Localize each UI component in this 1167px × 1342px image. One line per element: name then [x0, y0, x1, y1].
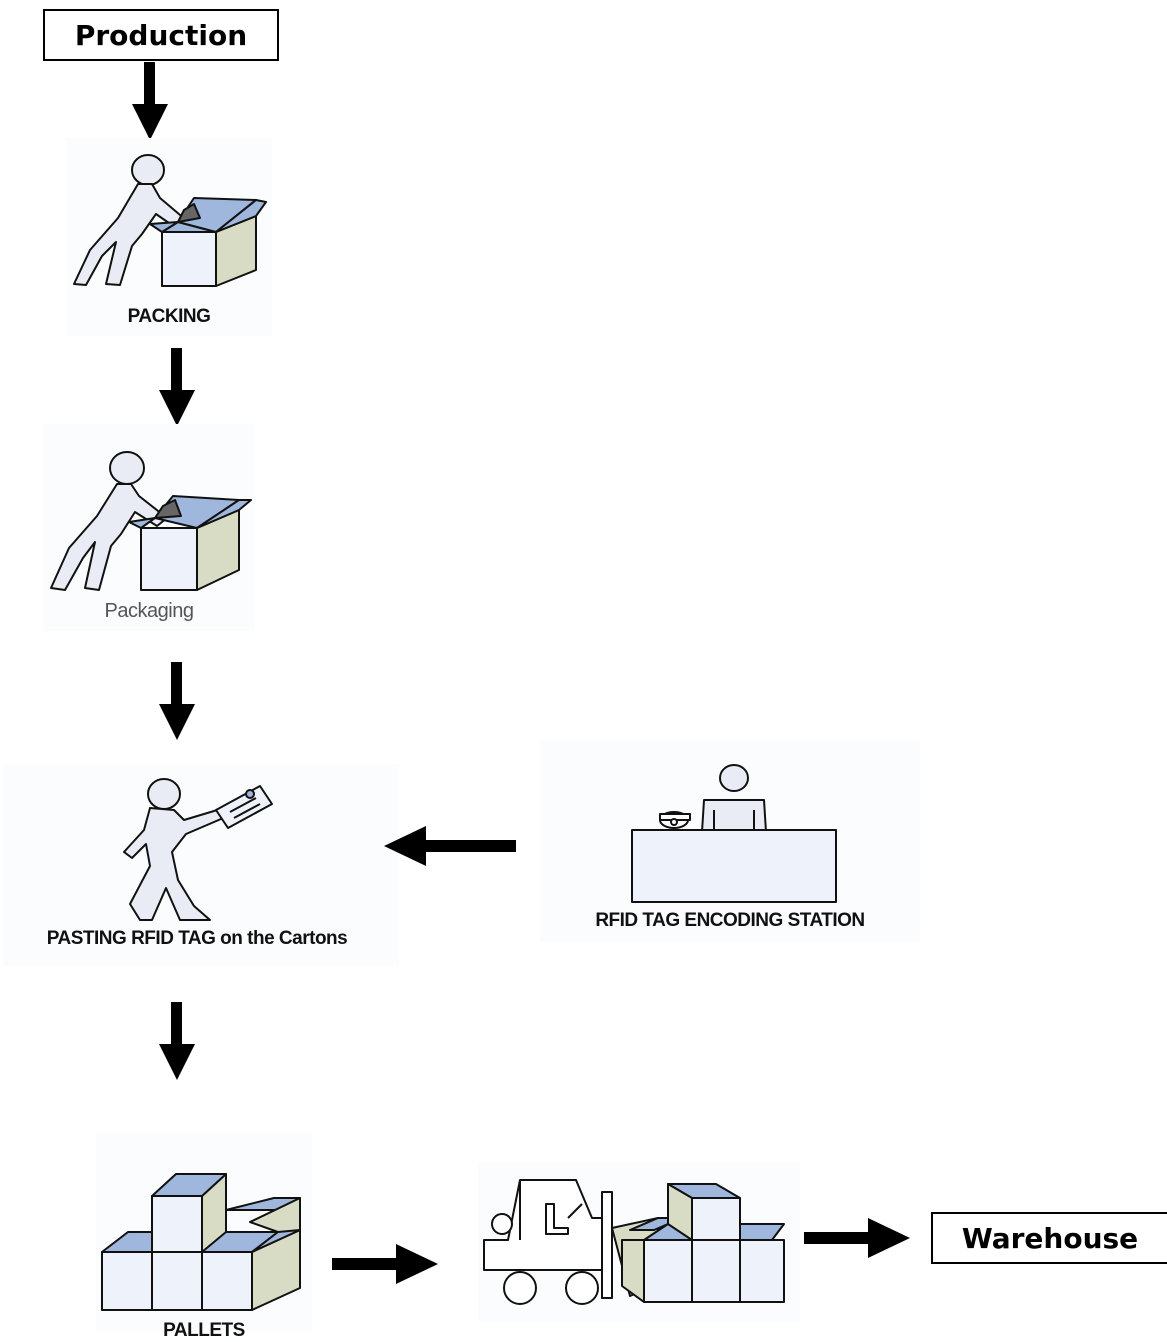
arrow-down-icon	[159, 348, 195, 426]
pasting-caption: PASTING RFID TAG on the Cartons	[46, 928, 348, 949]
arrow-down-icon	[132, 62, 168, 140]
arrow-left-icon	[384, 826, 516, 866]
arrow-right-icon	[804, 1218, 910, 1258]
warehouse-node: Warehouse	[931, 1212, 1167, 1264]
person-packing-box-icon	[73, 154, 267, 287]
forklift-with-boxes-icon	[483, 1179, 785, 1305]
pasting-panel	[3, 764, 399, 966]
packaging-caption: Packaging	[104, 600, 194, 622]
arrow-down-icon	[159, 662, 195, 740]
production-node: Production	[43, 9, 279, 61]
warehouse-label: Warehouse	[961, 1221, 1139, 1255]
pallets-caption: PALLETS	[163, 1320, 245, 1341]
packing-caption: PACKING	[127, 306, 211, 327]
encoding-station-caption: RFID TAG ENCODING STATION	[595, 910, 865, 931]
stacked-boxes-icon	[101, 1173, 301, 1311]
arrow-right-icon	[332, 1244, 438, 1284]
person-at-desk-icon	[631, 764, 837, 903]
person-walking-with-tag-icon	[123, 778, 273, 921]
arrow-down-icon	[159, 1002, 195, 1080]
person-packing-box-icon	[50, 451, 252, 591]
production-label: Production	[74, 18, 248, 52]
